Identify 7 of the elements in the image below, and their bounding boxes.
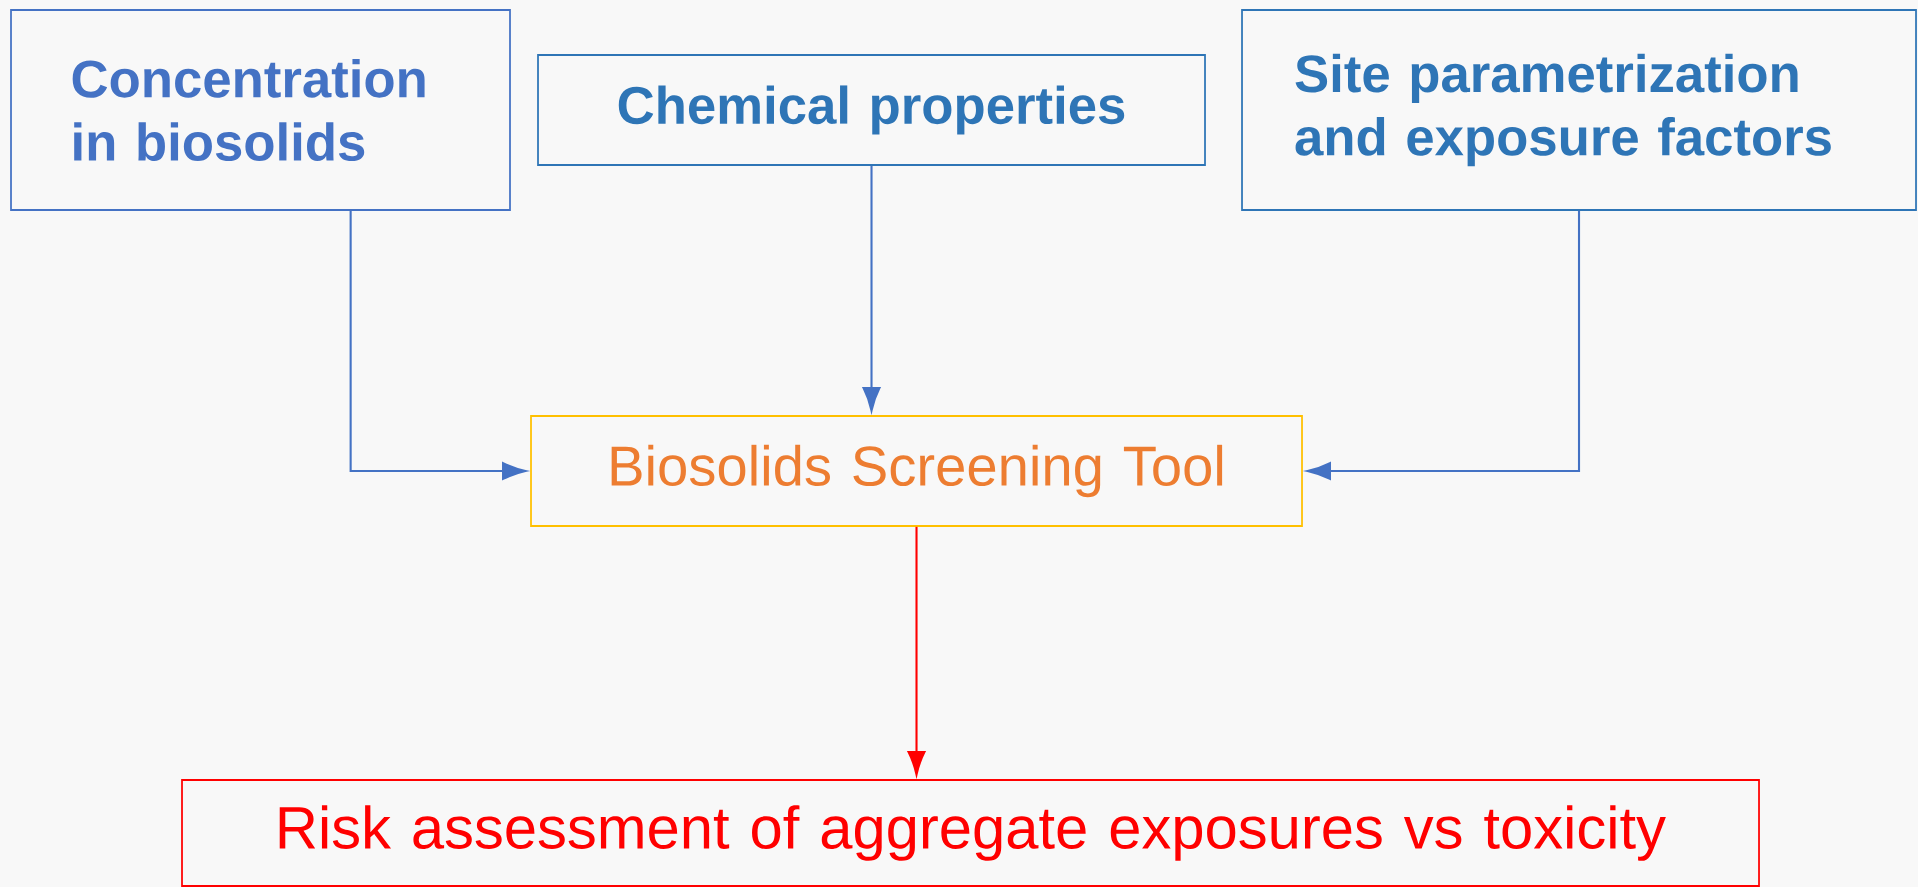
text-box: Risk assessment of aggregate exposures vs toxicity xyxy=(181,779,1760,887)
arrow xyxy=(1306,210,1581,480)
arrow xyxy=(349,210,527,480)
text-box: Biosolids Screening Tool xyxy=(530,415,1303,527)
text-box: Chemical properties xyxy=(537,54,1206,166)
text-box: Site parametrization and exposure factors xyxy=(1241,9,1917,211)
text-box: Concentration in biosolids xyxy=(10,9,511,211)
